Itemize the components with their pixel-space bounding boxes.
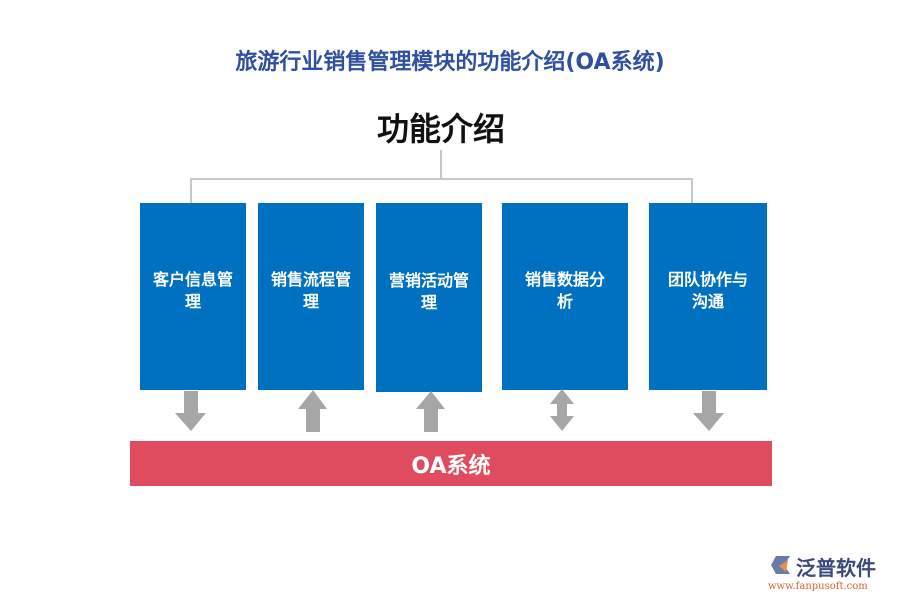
module-label: 团队协作与沟通: [668, 269, 749, 311]
connector-horizontal: [190, 178, 693, 180]
module-label: 营销活动管理: [389, 270, 470, 312]
arrows: [175, 389, 724, 432]
module-box: 销售流程管理: [258, 203, 364, 390]
arrow-down-icon: [693, 391, 724, 431]
logo: 泛普软件 www.fanpusoft.com: [768, 552, 893, 592]
module-box: 客户信息管理: [140, 203, 246, 390]
oa-system-bar: OA系统: [130, 441, 772, 486]
page-title: 旅游行业销售管理模块的功能介绍(OA系统): [235, 50, 665, 75]
module-box: 营销活动管理: [376, 203, 482, 392]
module-label: 销售流程管理: [271, 269, 352, 311]
connector-left: [190, 178, 192, 203]
module-box: 销售数据分析: [502, 203, 628, 390]
connector-vertical: [440, 150, 442, 180]
connector-right: [691, 178, 693, 203]
logo-brand: 泛普软件: [796, 556, 876, 580]
module-label: 销售数据分析: [525, 269, 606, 311]
diagram-heading: 功能介绍: [376, 110, 505, 148]
module-label: 客户信息管理: [153, 269, 234, 311]
arrow-both-icon: [550, 389, 574, 431]
module-box: 团队协作与沟通: [649, 203, 767, 390]
arrow-up-icon: [298, 390, 327, 432]
logo-url: www.fanpusoft.com: [768, 581, 868, 592]
logo-icon: [771, 556, 790, 574]
arrow-down-icon: [175, 391, 206, 431]
arrow-up-icon: [416, 391, 445, 432]
